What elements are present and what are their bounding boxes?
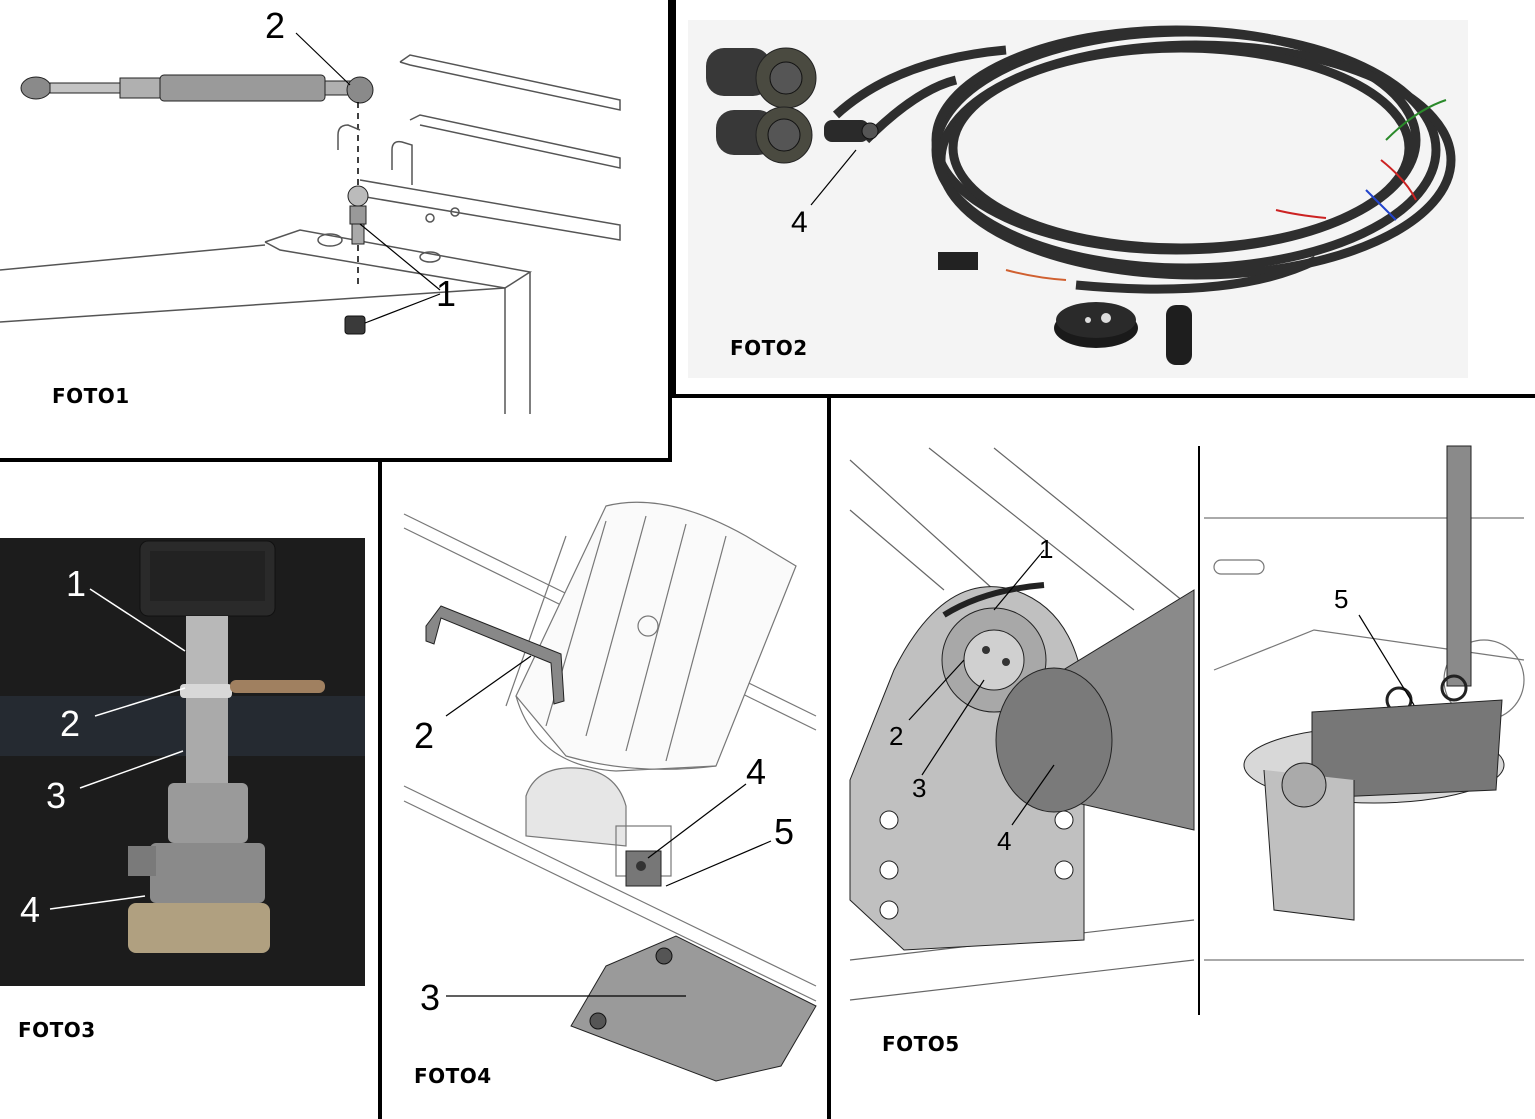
callout-5: 5 (774, 811, 794, 852)
callout-3: 3 (912, 773, 926, 803)
callout-4: 4 (746, 751, 766, 792)
callout-4: 4 (791, 206, 808, 239)
rotary-table-diagram: 2 4 5 3 (403, 501, 817, 1082)
lifting-rod (1446, 445, 1472, 687)
circular-connector-2 (716, 106, 813, 164)
callout-2: 2 (414, 715, 434, 756)
tool-holder-photo: 1 2 3 4 (0, 538, 365, 986)
rotary-table (403, 501, 817, 1002)
foto1-panel: 2 1 FOTO1 (0, 0, 668, 458)
foto5-panel: 1 2 3 4 5 FOTO5 (834, 400, 1535, 1119)
callout-3: 3 (420, 977, 440, 1018)
cover-plate (570, 935, 817, 1082)
divider-foto3-right (378, 458, 382, 1119)
caption-foto2: FOTO2 (730, 336, 808, 360)
foto2-panel: 4 FOTO2 (676, 0, 1535, 392)
molex-connector (938, 252, 978, 270)
gas-spring (20, 74, 374, 104)
caption-foto5: FOTO5 (882, 1032, 960, 1056)
bracket (425, 605, 565, 705)
divider-foto1-right (668, 0, 672, 462)
trunnion-cap (995, 667, 1113, 813)
frame-rails (0, 54, 621, 414)
trunnion-left-view (849, 447, 1195, 1001)
caption-foto3: FOTO3 (18, 1018, 96, 1042)
divider-foto4-right (827, 398, 831, 1119)
gas-spring-diagram: 2 1 (0, 5, 621, 414)
callout-4: 4 (20, 889, 40, 930)
foto4-panel: 2 4 5 3 FOTO4 (386, 466, 826, 1119)
callout-2: 2 (60, 703, 80, 744)
callout-4: 4 (997, 826, 1011, 856)
small-connector (824, 120, 879, 142)
divider-foto1-bottom (0, 458, 672, 462)
callout-5: 5 (1334, 584, 1348, 614)
ball-stud (344, 185, 369, 335)
callout-1: 1 (66, 563, 86, 604)
cable-grommet (1054, 302, 1192, 365)
caption-foto4: FOTO4 (414, 1064, 492, 1088)
callout-1: 1 (436, 273, 456, 314)
callout-1: 1 (1039, 534, 1053, 564)
callout-2: 2 (265, 5, 285, 46)
circular-connector-1 (706, 47, 817, 109)
cable-harness-photo: 4 (688, 20, 1468, 378)
foto3-panel: 1 2 3 4 FOTO3 (0, 466, 378, 1119)
callout-3: 3 (46, 775, 66, 816)
divider-foto2-bottom (672, 394, 1535, 398)
trunnion-diagram: 1 2 3 4 5 (849, 445, 1525, 1015)
caption-foto1: FOTO1 (52, 384, 130, 408)
divider-foto2-left (672, 0, 676, 398)
callout-2: 2 (889, 721, 903, 751)
